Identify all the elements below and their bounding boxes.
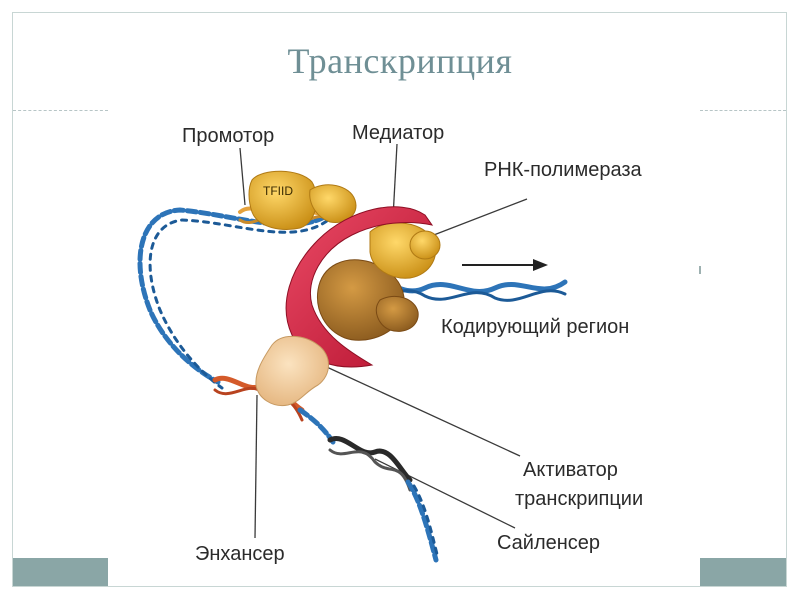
activator-shape bbox=[255, 335, 329, 407]
slide-frame bbox=[12, 12, 787, 587]
promoter-label: Промотор bbox=[182, 125, 274, 147]
mediator-shape bbox=[285, 206, 434, 368]
rna-polymerase-complex bbox=[316, 222, 441, 341]
tfiid-complex: TFIID bbox=[248, 170, 357, 230]
mediator-label: Медиатор bbox=[352, 122, 444, 144]
silencer-label: Сайленсер bbox=[497, 532, 600, 554]
coding-region-label: Кодирующий регион bbox=[441, 316, 629, 338]
tfiid-label: TFIID bbox=[263, 184, 293, 198]
edge-tick bbox=[699, 266, 701, 274]
title-divider-left bbox=[13, 110, 108, 111]
title-divider-right bbox=[700, 110, 786, 111]
activator-label-line2: транскрипции bbox=[515, 488, 643, 510]
slide-title: Транскрипция bbox=[287, 41, 513, 81]
footer-bar-right bbox=[700, 558, 786, 586]
activator-label-line1: Активатор bbox=[523, 459, 618, 481]
direction-arrow bbox=[462, 259, 548, 271]
enhancer-label: Энхансер bbox=[195, 543, 285, 565]
footer-bar-left bbox=[13, 558, 108, 586]
rna-polymerase-label: РНК-полимераза bbox=[484, 159, 643, 181]
